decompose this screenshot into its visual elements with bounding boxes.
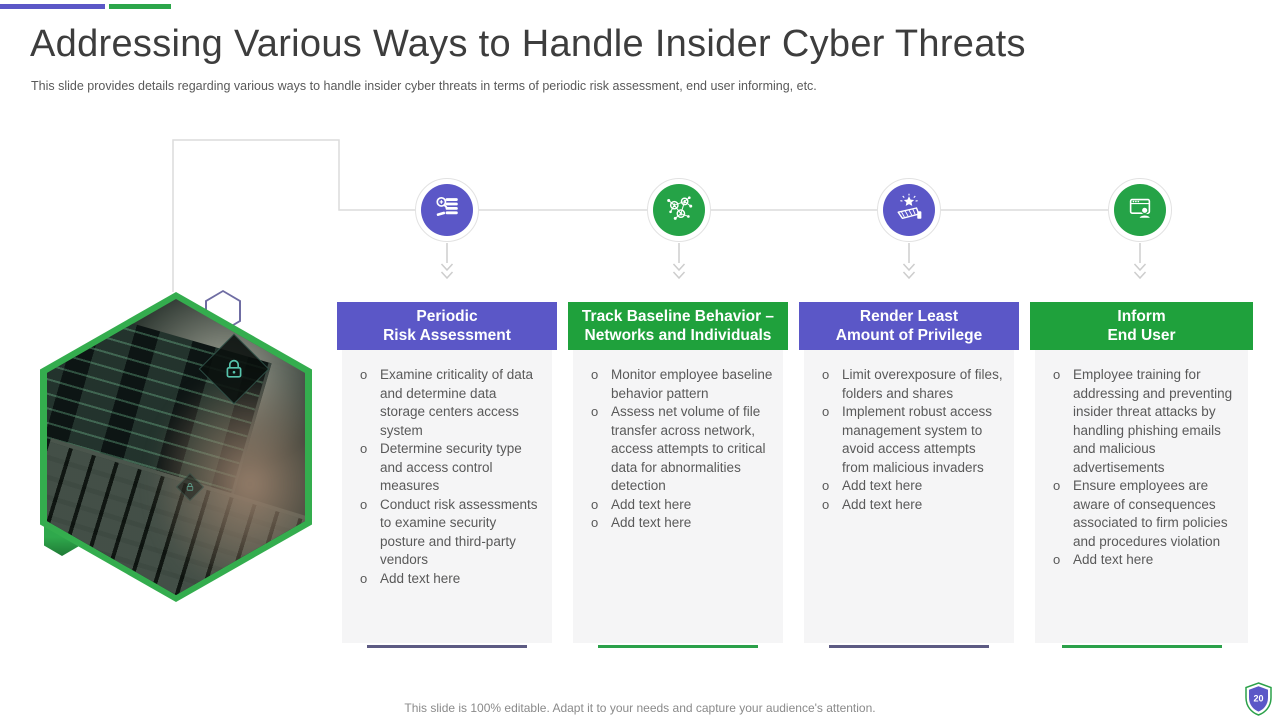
footer-note: This slide is 100% editable. Adapt it to… [0, 701, 1280, 715]
step-circle-track-behavior [647, 178, 711, 242]
hexagon-image-frame [40, 292, 312, 602]
risk-assessment-list-icon [432, 193, 462, 228]
browser-user-icon [1125, 193, 1155, 228]
page-number-badge: 20 [1245, 682, 1272, 716]
column-header: Inform End User [1030, 302, 1253, 350]
column-header: Render Least Amount of Privilege [799, 302, 1019, 350]
top-accent-bar-green [109, 4, 171, 9]
step-circle-risk-assessment [415, 178, 479, 242]
column-accent-underline [598, 645, 758, 648]
top-accent-bar-purple [0, 4, 105, 9]
slide-subtitle: This slide provides details regarding va… [31, 79, 1131, 93]
column-header: Track Baseline Behavior – Networks and I… [568, 302, 788, 350]
network-people-icon [664, 193, 694, 228]
column-track-baseline-behavior: Track Baseline Behavior – Networks and I… [568, 302, 788, 648]
column-accent-underline [367, 645, 527, 648]
column-accent-underline [829, 645, 989, 648]
page-number: 20 [1253, 694, 1263, 704]
laptop-code-photo [47, 299, 305, 595]
page-title: Addressing Various Ways to Handle Inside… [30, 22, 1240, 68]
column-header: Periodic Risk Assessment [337, 302, 557, 350]
hand-star-icon [894, 193, 924, 228]
typing-hand [150, 369, 305, 595]
step-circle-inform-user [1108, 178, 1172, 242]
column-accent-underline [1062, 645, 1222, 648]
step-circle-least-privilege [877, 178, 941, 242]
